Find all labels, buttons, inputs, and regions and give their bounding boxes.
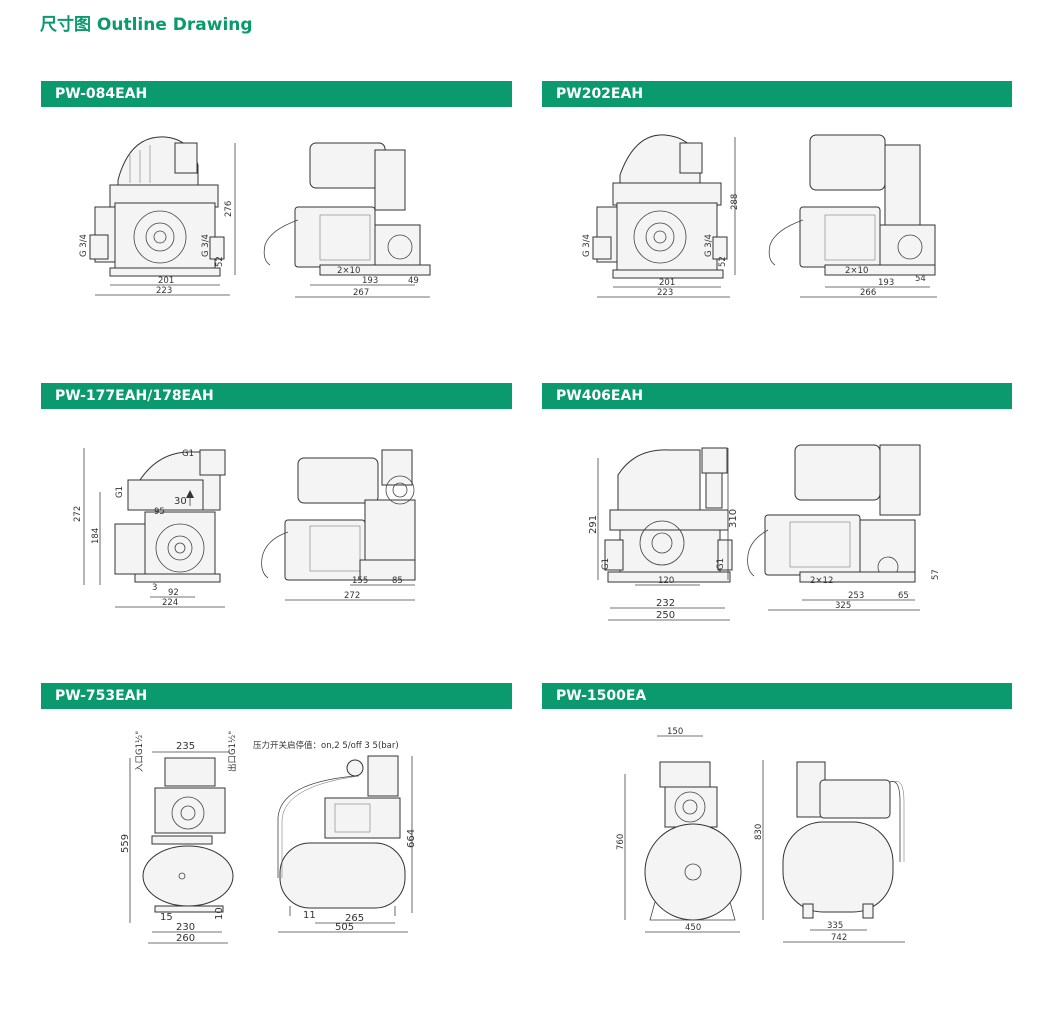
dim-side-2: 49 <box>408 276 419 286</box>
dim-side-2: 265 <box>345 913 364 924</box>
dim-height-1: 291 <box>588 515 599 534</box>
dim-base-height: 52 <box>215 256 225 267</box>
outline-drawing-pw202eah: 288 G 3/4 G 3/4 52 201 223 2×10 193 54 2… <box>582 134 937 298</box>
dim-outlet: G1 <box>182 449 194 459</box>
pump-front-view <box>604 447 733 583</box>
pump-side-view <box>277 755 406 916</box>
dim-height: 276 <box>224 201 234 217</box>
dim-side-2: 65 <box>898 591 909 601</box>
dim-side-slot: 2×10 <box>337 266 360 276</box>
dim-width-1: 120 <box>658 576 674 586</box>
section-header-pw406eah: PW406EAH <box>542 383 1012 409</box>
dim-inlet: G 3/4 <box>79 234 89 257</box>
dim-side-1: 253 <box>848 591 864 601</box>
dim-width-1: 230 <box>176 922 195 933</box>
dim-side-slot: 2×10 <box>845 266 868 276</box>
outline-drawing-pw-753eah: 入口G1½" 出口G1½" 235 559 15 10 230 260 压力开关… <box>120 731 417 944</box>
dim-width-2: 223 <box>657 288 673 298</box>
dim-width-3: 250 <box>656 610 675 621</box>
dim-inlet: G1 <box>601 558 611 570</box>
dim-base-1: 15 <box>160 912 173 923</box>
dim-base-2: 92 <box>168 588 179 598</box>
outline-drawing-pw-1500ea: 150 760 830 450 335 742 <box>616 727 905 943</box>
pump-side-view <box>261 449 416 581</box>
dim-base-2: 10 <box>214 907 225 920</box>
section-header-pw-753eah: PW-753EAH <box>41 683 512 709</box>
outline-drawing-pw-177eah: 272 184 G1 G1 30 95 3 92 224 155 85 272 <box>73 448 416 608</box>
dim-height: 288 <box>730 194 740 210</box>
dim-outlet: G 3/4 <box>201 234 211 257</box>
dim-height-2: 310 <box>728 509 739 528</box>
dim-side-total: 742 <box>831 933 847 943</box>
dim-side-slot: 2×12 <box>810 576 833 586</box>
dim-side-total: 325 <box>835 601 851 611</box>
dim-side-height: 664 <box>406 829 417 848</box>
section-header-pw-084eah: PW-084EAH <box>41 81 512 107</box>
pump-side-view <box>782 761 905 919</box>
dim-height-1: 760 <box>616 834 626 850</box>
dim-inlet: G1 <box>115 486 125 498</box>
section-header-pw202eah: PW202EAH <box>542 81 1012 107</box>
pump-side-view <box>263 142 431 276</box>
dim-side-1: 155 <box>352 576 368 586</box>
pump-side-view <box>747 444 921 583</box>
section-header-pw-177eah: PW-177EAH/178EAH <box>41 383 512 409</box>
dim-side-1: 11 <box>303 910 316 921</box>
outlet-label: 出口G1½" <box>227 731 238 772</box>
dim-outlet: G1 <box>716 558 726 570</box>
dim-side-total: 266 <box>860 288 876 298</box>
dim-side-total: 272 <box>344 591 360 601</box>
dim-inlet: G 3/4 <box>582 234 592 257</box>
dim-base-width: 450 <box>685 923 701 933</box>
dim-height-2: 830 <box>754 824 764 840</box>
pump-front-view <box>142 757 234 913</box>
dim-top-width: 235 <box>176 741 195 752</box>
dim-height-2: 184 <box>91 528 101 544</box>
dim-width-2: 260 <box>176 933 195 944</box>
dim-side-total: 505 <box>335 922 354 933</box>
pump-front-view <box>114 449 226 583</box>
dim-width-1: 201 <box>659 278 675 288</box>
dim-top-width: 150 <box>667 727 683 737</box>
dim-side-1: 335 <box>827 921 843 931</box>
pressure-switch-note: 压力开关启停值：on,2 5/off 3 5(bar) <box>253 740 399 751</box>
dim-side-height: 57 <box>931 569 941 580</box>
pump-side-view <box>768 134 936 276</box>
dim-width-2: 223 <box>156 286 172 296</box>
section-header-pw-1500ea: PW-1500EA <box>542 683 1012 709</box>
dim-side-2: 54 <box>915 274 926 284</box>
dim-side-1: 193 <box>878 278 894 288</box>
dim-base-1: 3 <box>152 583 157 593</box>
page-title: 尺寸图 Outline Drawing <box>40 15 253 35</box>
dim-height: 559 <box>120 834 131 853</box>
dim-width: 224 <box>162 598 178 608</box>
dim-width-2: 232 <box>656 598 675 609</box>
dim-side-total: 267 <box>353 288 369 298</box>
outline-drawing-pw-084eah: 276 G 3/4 G 3/4 52 201 223 2×10 193 49 2… <box>79 136 431 298</box>
dim-offset-2: 95 <box>154 507 165 517</box>
dim-outlet: G 3/4 <box>704 234 714 257</box>
dim-base-height: 52 <box>718 256 728 267</box>
dim-side-2: 85 <box>392 576 403 586</box>
pump-front-view <box>89 136 225 277</box>
dim-offset-1: 30 <box>174 496 187 507</box>
pump-front-view <box>592 134 728 279</box>
dim-height: 272 <box>73 506 83 522</box>
dim-width-1: 201 <box>158 276 174 286</box>
dim-side-1: 193 <box>362 276 378 286</box>
outline-drawing-pw406eah: 291 310 G1 G1 120 232 250 2×12 57 253 65… <box>588 444 941 621</box>
inlet-label: 入口G1½" <box>135 731 145 772</box>
pump-front-view <box>644 761 742 921</box>
